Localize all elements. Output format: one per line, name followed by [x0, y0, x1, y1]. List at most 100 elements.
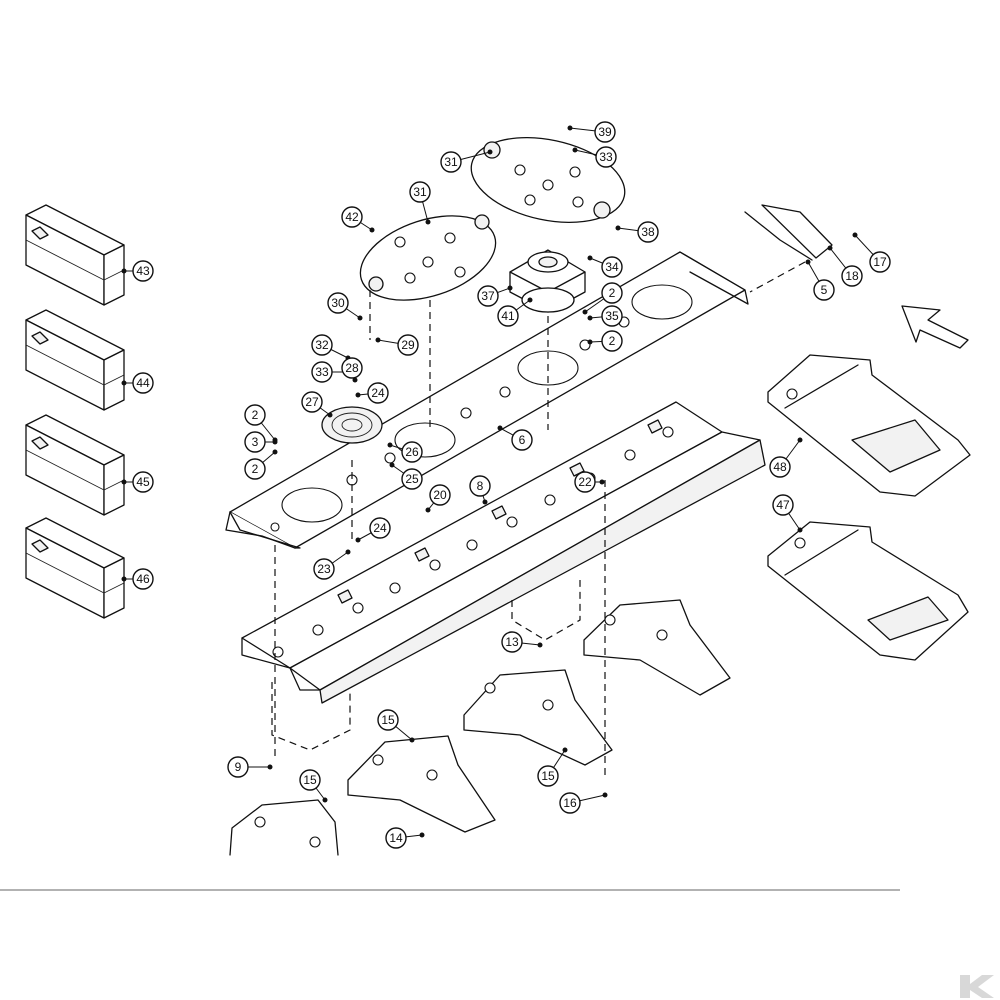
callout-18: 18 — [827, 245, 863, 287]
callout-anchor — [121, 380, 127, 386]
callout-anchor — [487, 149, 493, 155]
callout-2: 2 — [587, 330, 623, 352]
callout-anchor — [267, 764, 273, 770]
callout-label: 14 — [389, 831, 403, 845]
callout-circle — [132, 372, 154, 394]
callout-28: 28 — [341, 357, 363, 383]
callout-label: 24 — [371, 386, 385, 400]
callout-anchor — [602, 792, 608, 798]
callout-47: 47 — [772, 494, 803, 533]
callout-circle — [869, 251, 891, 273]
callout-anchor — [482, 499, 488, 505]
callout-label: 2 — [609, 334, 616, 348]
callout-anchor — [587, 255, 593, 261]
callout-38: 38 — [615, 221, 659, 243]
skid-4 — [229, 799, 339, 856]
callout-circle — [769, 456, 791, 478]
callout-9: 9 — [227, 756, 273, 778]
callout-label: 6 — [519, 433, 526, 447]
callout-3: 3 — [244, 431, 278, 453]
callout-anchor — [322, 797, 328, 803]
callout-anchor — [805, 259, 811, 265]
callout-anchor — [419, 832, 425, 838]
callout-circle — [429, 484, 451, 506]
callout-circle — [132, 568, 154, 590]
callout-41: 41 — [497, 297, 533, 327]
callout-label: 30 — [331, 296, 345, 310]
callout-24: 24 — [355, 517, 391, 543]
callout-label: 15 — [541, 769, 555, 783]
callout-circle — [574, 471, 596, 493]
callout-15: 15 — [299, 769, 328, 803]
callout-label: 3 — [252, 435, 259, 449]
bearing-housing — [509, 249, 586, 313]
callout-anchor — [272, 439, 278, 445]
callout-30: 30 — [327, 292, 363, 321]
callout-circle — [311, 361, 333, 383]
callout-anchor — [425, 219, 431, 225]
callout-label: 29 — [401, 338, 415, 352]
callout-circle — [397, 334, 419, 356]
callout-circle — [497, 305, 519, 327]
callout-16: 16 — [559, 792, 608, 814]
callout-anchor — [357, 315, 363, 321]
callout-anchor — [827, 245, 833, 251]
callout-circle — [440, 151, 462, 173]
callout-anchor — [852, 232, 858, 238]
callout-anchor — [355, 537, 361, 543]
callout-anchor — [587, 315, 593, 321]
callout-circle — [595, 146, 617, 168]
guard-plate-48 — [767, 354, 971, 497]
callout-25: 25 — [389, 462, 423, 490]
callout-2: 2 — [582, 282, 623, 315]
callout-label: 22 — [578, 475, 592, 489]
callout-35: 35 — [587, 305, 623, 327]
cutting-disc-right — [470, 136, 626, 224]
callout-anchor — [497, 425, 503, 431]
callout-circle — [299, 769, 321, 791]
callout-label: 43 — [136, 264, 150, 278]
callout-circle — [244, 404, 266, 426]
direction-arrow-icon — [901, 305, 969, 349]
callout-label: 33 — [315, 365, 329, 379]
callout-circle — [559, 792, 581, 814]
guard-plate-47 — [767, 521, 969, 661]
callout-5: 5 — [805, 259, 835, 301]
callout-anchor — [327, 412, 333, 418]
callout-anchor — [562, 747, 568, 753]
callout-anchor — [121, 479, 127, 485]
callout-anchor — [615, 225, 621, 231]
callout-anchor — [409, 737, 415, 743]
callout-circle — [637, 221, 659, 243]
callout-circle — [601, 256, 623, 278]
callout-label: 38 — [641, 225, 655, 239]
callout-31: 31 — [409, 181, 431, 225]
callout-anchor — [797, 527, 803, 533]
callout-circle — [244, 431, 266, 453]
lower-cutter-bar — [241, 401, 766, 704]
callout-label: 20 — [433, 488, 447, 502]
callout-label: 26 — [405, 445, 419, 459]
callout-label: 31 — [444, 155, 458, 169]
callout-label: 32 — [315, 338, 329, 352]
callout-8: 8 — [469, 475, 491, 505]
callout-circle — [385, 827, 407, 849]
callout-circle — [594, 121, 616, 143]
callout-anchor — [387, 442, 393, 448]
callout-44: 44 — [121, 372, 154, 394]
callout-22: 22 — [574, 471, 605, 493]
gear-wheel — [321, 406, 383, 444]
callout-circle — [469, 475, 491, 497]
callout-label: 27 — [305, 395, 319, 409]
callout-anchor — [121, 576, 127, 582]
callout-label: 31 — [413, 185, 427, 199]
callout-48: 48 — [769, 437, 803, 478]
callout-26: 26 — [387, 441, 423, 463]
callout-anchor — [369, 227, 375, 233]
callout-27: 27 — [301, 391, 333, 418]
callout-42: 42 — [341, 206, 375, 233]
callout-label: 33 — [599, 150, 613, 164]
skid-1 — [583, 599, 731, 696]
callout-circle — [377, 709, 399, 731]
